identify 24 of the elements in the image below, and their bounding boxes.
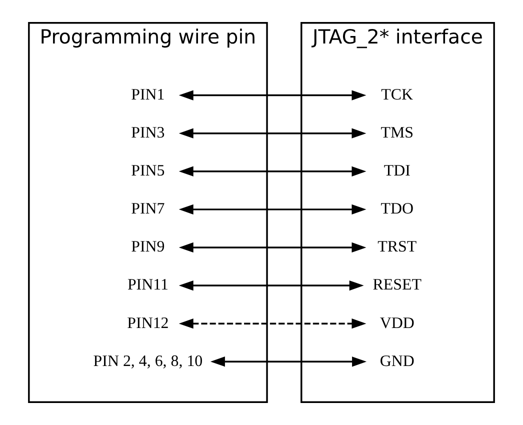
node-text: PIN12 (127, 314, 169, 332)
arrow (178, 166, 366, 176)
node-text: VDD (380, 314, 414, 332)
arrow (178, 280, 364, 291)
arrow (210, 356, 367, 367)
node-text: TMS (380, 124, 414, 142)
node-text: PIN1 (131, 86, 165, 104)
node-text: PIN 2, 4, 6, 8, 10 (93, 352, 203, 370)
node-text: PIN11 (127, 276, 168, 294)
node-text: PIN7 (131, 200, 165, 218)
node-text: TDI (384, 162, 410, 180)
node-text: TCK (381, 86, 414, 104)
node-text: PIN3 (131, 124, 165, 142)
arrow (178, 204, 366, 215)
node-text: PIN9 (131, 238, 165, 256)
arrow (178, 90, 366, 100)
node-text: GND (380, 352, 414, 370)
arrow (178, 128, 366, 138)
node-text: TRST (378, 238, 417, 256)
arrow (178, 242, 366, 253)
arrow (178, 318, 366, 329)
node-text: PIN5 (131, 162, 165, 180)
node-text: RESET (372, 276, 422, 294)
node-text: TDO (380, 200, 414, 218)
